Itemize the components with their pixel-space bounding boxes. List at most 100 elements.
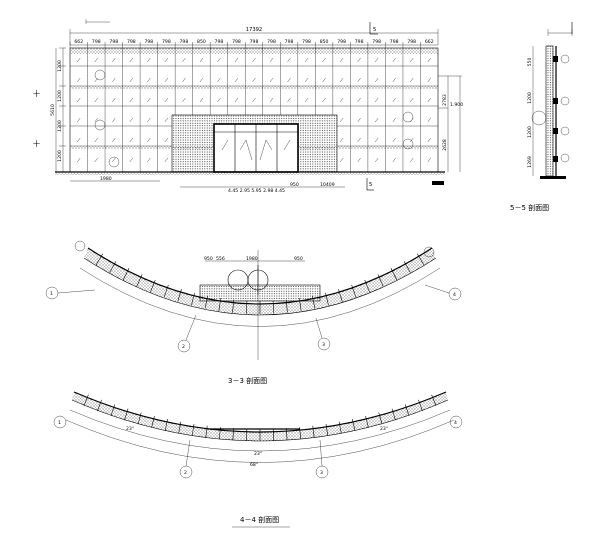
section33-dim-4: 950 — [294, 256, 303, 262]
arc-mullion — [164, 419, 168, 431]
glass-mark — [357, 77, 361, 83]
glass-mark — [112, 157, 116, 163]
glass-mark — [129, 117, 133, 123]
glass-mark — [147, 117, 151, 123]
glass-mark — [94, 97, 98, 103]
glass-mark — [357, 137, 361, 143]
glass-mark — [217, 97, 221, 103]
arc-mullion — [285, 299, 288, 313]
arc-mullion — [431, 394, 437, 406]
arc-mullion — [232, 299, 235, 313]
arc-mullion — [403, 261, 411, 273]
glass-mark — [77, 137, 81, 143]
arc-mullion — [325, 423, 329, 436]
glass-mark — [164, 57, 169, 63]
glass-mark — [147, 157, 151, 163]
section33-callout-4: 4 — [453, 292, 456, 298]
section55-dim-4: 1269 — [527, 156, 533, 168]
glass-mark — [339, 157, 344, 163]
top-dim-label: 850 — [197, 39, 206, 45]
glass-mark — [182, 57, 186, 63]
left-dim-label: 1200 — [57, 90, 63, 102]
glass-mark — [410, 77, 414, 83]
glass-mark — [392, 117, 396, 123]
section44-mullions — [83, 394, 437, 441]
arc-mullion — [137, 412, 142, 425]
section-4-4: 23° 23° 23° 68° 1 2 3 4 4－4 剖面图 — [53, 391, 463, 528]
section44-callout-4: 4 — [454, 420, 457, 426]
elevation-right-level: 1.900 — [450, 102, 463, 108]
glass-mark — [375, 117, 379, 123]
glass-mark — [322, 77, 326, 83]
arc-mullion — [378, 412, 383, 425]
glass-mark — [427, 137, 431, 143]
glass-mark — [164, 77, 169, 83]
top-dim-label: 850 — [320, 39, 329, 45]
arc-mullion — [364, 279, 370, 293]
glass-mark — [357, 117, 361, 123]
top-dim-label: 798 — [407, 39, 416, 45]
glass-mark — [234, 77, 239, 83]
glass-mark — [269, 57, 274, 63]
glass-mark — [269, 97, 274, 103]
glass-mark — [287, 77, 291, 83]
glass-mark — [94, 137, 98, 143]
glass-mark — [77, 77, 81, 83]
glass-mark — [392, 137, 396, 143]
glass-mark — [339, 137, 344, 143]
elevation-left-mark-2: 十 — [33, 139, 40, 148]
glass-mark — [410, 137, 414, 143]
glass-mark — [77, 157, 81, 163]
glass-mark — [182, 77, 186, 83]
glass-mark — [199, 97, 204, 103]
arc-mullion — [416, 253, 425, 266]
section-3-3: 950 556 1980 950 1 2 3 4 3－3 剖面图 — [45, 240, 462, 385]
glass-mark — [322, 97, 326, 103]
top-dim-label: 798 — [162, 39, 171, 45]
glass-mark — [147, 97, 151, 103]
section44-callout-1: 1 — [58, 420, 61, 426]
glass-mark — [287, 97, 291, 103]
glass-mark — [112, 117, 116, 123]
glass-mark — [287, 57, 291, 63]
top-dim-label: 798 — [109, 39, 118, 45]
glass-mark — [392, 97, 396, 103]
section33-dim-1: 950 — [204, 256, 213, 262]
glass-mark — [164, 97, 169, 103]
glass-mark — [427, 97, 431, 103]
arc-mullion — [163, 284, 169, 298]
left-dim-label: 1200 — [57, 150, 63, 162]
arc-mullion — [95, 253, 104, 266]
glass-mark — [252, 97, 256, 103]
top-dim-label: 798 — [267, 39, 276, 45]
section55-dim-3: 1200 — [527, 126, 533, 138]
glass-mark — [147, 77, 151, 83]
section33-callout-2: 2 — [182, 344, 185, 350]
glass-mark — [147, 57, 151, 63]
top-dim-label: 798 — [250, 39, 259, 45]
glass-mark — [304, 57, 309, 63]
glass-mark — [357, 157, 361, 163]
glass-mark — [375, 57, 379, 63]
arc-mullion — [122, 268, 130, 280]
arc-mullion — [418, 399, 423, 412]
glass-mark — [269, 77, 274, 83]
glass-mark — [112, 97, 116, 103]
elevation-bottom-right: 950 — [290, 182, 299, 188]
arc-mullion — [272, 300, 275, 314]
arc-mullion — [124, 408, 129, 421]
arc-mullion — [338, 289, 343, 302]
glass-mark — [375, 97, 379, 103]
glass-mark — [392, 57, 396, 63]
section44-angle-4: 68° — [250, 462, 258, 468]
arc-mullion — [109, 261, 117, 273]
elevation-section-mark: 5 — [373, 27, 376, 33]
top-dim-label: 798 — [285, 39, 294, 45]
arc-mullion — [191, 292, 195, 306]
arc-mullion — [365, 415, 369, 428]
glass-mark — [129, 77, 133, 83]
top-dim-label: 798 — [355, 39, 364, 45]
glass-mark — [375, 137, 379, 143]
section55-dim-2: 1200 — [527, 92, 533, 104]
